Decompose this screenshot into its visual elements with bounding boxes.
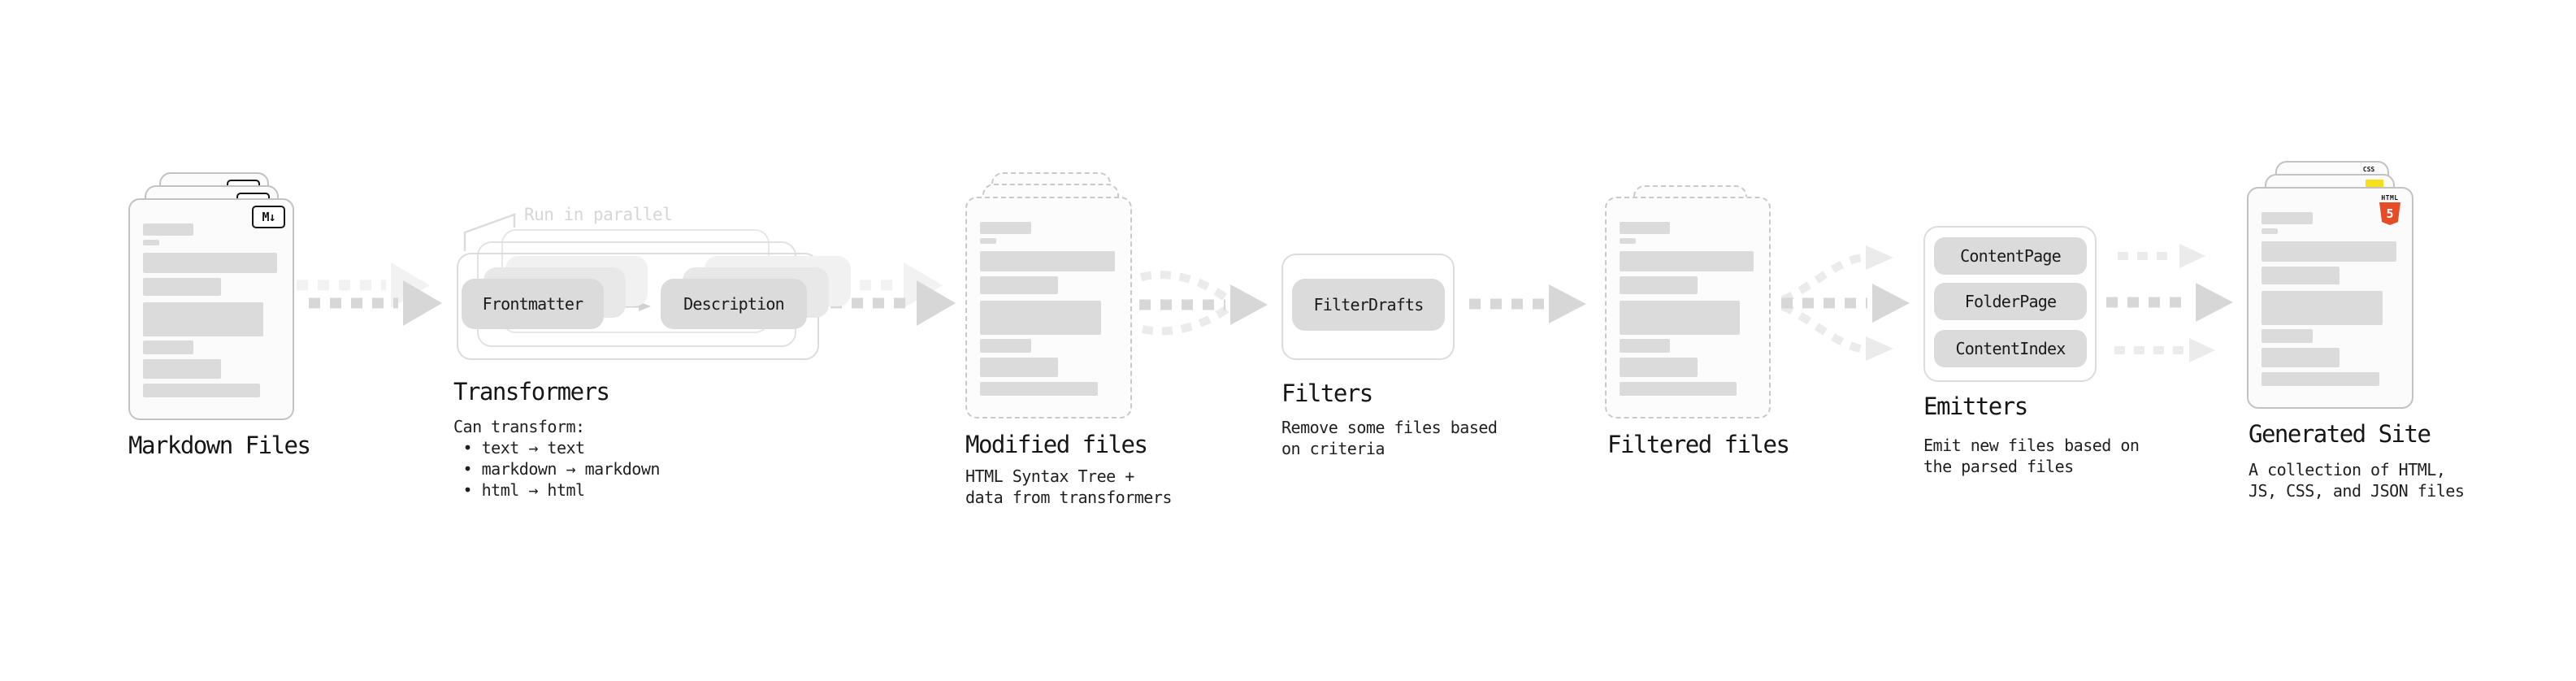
- stage-emitters: ContentPage FolderPage ContentIndex Emit…: [1923, 226, 2140, 486]
- stage-modified-files: Modified files HTML Syntax Tree + data f…: [963, 172, 1190, 522]
- doc-placeholder-bar: [2262, 228, 2279, 234]
- doc-placeholder-bar: [2262, 329, 2313, 343]
- folderpage-box: FolderPage: [1934, 283, 2087, 320]
- doc-placeholder-bar: [1620, 238, 1637, 244]
- css-icon-label: CSS: [2362, 166, 2375, 173]
- arrow-markdown-to-transformers: [297, 262, 442, 326]
- doc-placeholder-bar: [2262, 348, 2340, 367]
- run-in-parallel-leader-line: [463, 213, 516, 251]
- html5-icon-label: HTML: [2381, 194, 2399, 202]
- doc-placeholder-bar: [143, 240, 160, 245]
- doc-placeholder-bar: [1620, 382, 1737, 396]
- doc-placeholder-bar: [143, 278, 221, 296]
- filterdrafts-box: FilterDrafts: [1292, 279, 1445, 331]
- doc-placeholder-bar: [980, 339, 1031, 353]
- doc-placeholder-bar: [143, 302, 263, 336]
- emitters-frame: [1923, 226, 2097, 382]
- doc-placeholder-bar: [980, 382, 1099, 396]
- run-in-parallel-note: Run in parallel: [524, 205, 673, 224]
- stage-label-modified-files: Modified files: [965, 431, 1148, 458]
- generated-file-card-html: HTML 5: [2247, 187, 2413, 409]
- doc-placeholder-bar: [980, 276, 1059, 294]
- doc-placeholder-bar: [143, 253, 277, 273]
- html5-icon-number: 5: [2386, 206, 2394, 221]
- stage-label-filters: Filters: [1281, 380, 1373, 407]
- doc-placeholder-bar: [143, 340, 194, 354]
- stage-filtered-files: Filtered files: [1602, 185, 1806, 470]
- stage-transformers: Run in parallel Frontmatter Description …: [453, 201, 851, 510]
- doc-placeholder-bar: [1620, 276, 1698, 294]
- stage-label-markdown-files: Markdown Files: [128, 432, 311, 459]
- doc-placeholder-bars: [2262, 212, 2399, 386]
- doc-placeholder-bar: [143, 223, 194, 236]
- arrow-emitters-to-generated: [2106, 244, 2233, 362]
- doc-placeholder-bars: [143, 223, 280, 397]
- doc-placeholder-bar: [980, 222, 1031, 234]
- html5-icon-shield: 5: [2379, 202, 2400, 225]
- stage-markdown-files: M↓ M↓ M↓ Markdown Files: [126, 158, 337, 500]
- doc-placeholder-bar: [1620, 301, 1740, 335]
- arrow-filters-to-filtered: [1469, 284, 1586, 323]
- stage-label-generated-site: Generated Site: [2249, 420, 2431, 448]
- contentindex-box: ContentIndex: [1934, 330, 2087, 367]
- transformers-description: Can transform: • text → text • markdown …: [453, 417, 660, 500]
- filters-description: Remove some files based on criteria: [1281, 418, 1498, 458]
- arrow-transformers-to-modified: [817, 262, 956, 326]
- modified-files-description: HTML Syntax Tree + data from transformer…: [965, 466, 1172, 507]
- arrow-filtered-to-emitters: [1780, 245, 1910, 361]
- contentpage-box: ContentPage: [1934, 237, 2087, 275]
- stage-label-emitters: Emitters: [1923, 393, 2028, 420]
- doc-placeholder-bar: [1620, 222, 1671, 234]
- doc-placeholder-bar: [1620, 339, 1671, 353]
- description-box: Description: [661, 279, 807, 329]
- doc-placeholder-bars: [980, 222, 1117, 396]
- stage-filters: FilterDrafts Filters Remove some files b…: [1281, 254, 1498, 473]
- doc-placeholder-bar: [1620, 251, 1754, 271]
- doc-placeholder-bar: [980, 238, 997, 244]
- doc-placeholder-bar: [143, 359, 221, 379]
- frontmatter-box: Frontmatter: [462, 279, 604, 329]
- modified-file-card-front: [965, 197, 1132, 419]
- doc-placeholder-bar: [143, 384, 261, 397]
- doc-placeholder-bar: [980, 251, 1115, 271]
- markdown-file-card-front: M↓: [128, 198, 294, 420]
- stage-label-filtered-files: Filtered files: [1607, 431, 1790, 458]
- doc-placeholder-bar: [2262, 267, 2340, 284]
- filtered-file-card-front: [1605, 197, 1771, 419]
- doc-placeholder-bar: [2262, 372, 2380, 386]
- arrow-modified-to-filters: [1139, 271, 1268, 336]
- doc-placeholder-bar: [2262, 212, 2313, 224]
- markdown-icon: M↓: [252, 206, 285, 228]
- stage-label-transformers: Transformers: [453, 378, 610, 406]
- filters-frame: [1281, 254, 1455, 360]
- emitters-description: Emit new files based on the parsed files: [1923, 436, 2140, 476]
- generated-site-description: A collection of HTML, JS, CSS, and JSON …: [2249, 460, 2465, 501]
- doc-placeholder-bar: [2262, 241, 2396, 262]
- doc-placeholder-bars: [1620, 222, 1756, 396]
- doc-placeholder-bar: [980, 358, 1059, 377]
- doc-placeholder-bar: [1620, 358, 1698, 377]
- stage-generated-site: CSS HTML 5 Generated Site A collection o…: [2247, 161, 2474, 518]
- doc-placeholder-bar: [2262, 291, 2383, 325]
- doc-placeholder-bar: [980, 301, 1101, 335]
- html5-icon: HTML 5: [2378, 194, 2402, 225]
